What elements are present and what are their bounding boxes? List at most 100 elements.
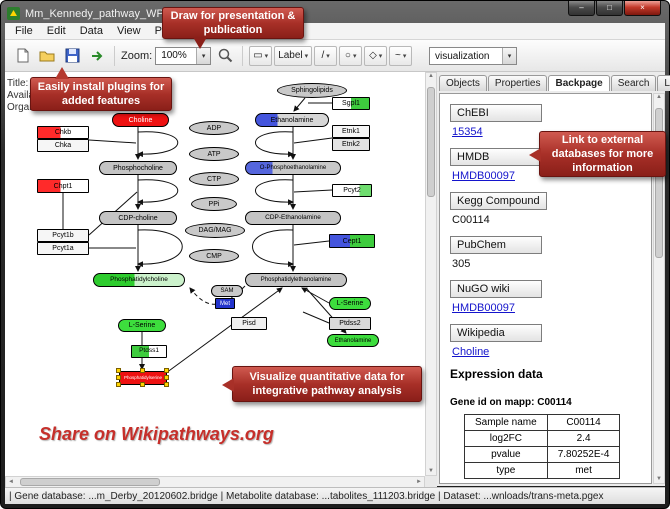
minimize-button[interactable]: – bbox=[568, 1, 595, 16]
scroll-down-icon[interactable]: ▼ bbox=[656, 476, 662, 482]
open-folder-icon[interactable] bbox=[36, 45, 58, 67]
tool-glyph: ~ bbox=[394, 50, 401, 61]
node-ethanolamine[interactable]: Ethanolamine bbox=[327, 334, 379, 347]
pathway-edge-19 bbox=[293, 240, 330, 246]
tool-glyph: / bbox=[321, 50, 325, 61]
node-etnk1[interactable]: Etnk1 bbox=[332, 125, 370, 138]
node-o-phosphoethanolamine[interactable]: O-Phosphoethanolamine bbox=[245, 161, 341, 175]
scroll-up-icon[interactable]: ▲ bbox=[428, 73, 434, 79]
tool-button-3[interactable]: ○▾ bbox=[339, 45, 363, 66]
tab-properties[interactable]: Properties bbox=[487, 75, 548, 91]
callout-text: Draw for presentation & publication bbox=[170, 9, 296, 36]
scrollbar-thumb[interactable] bbox=[655, 108, 663, 258]
chevron-down-icon[interactable]: ▾ bbox=[196, 47, 211, 64]
scroll-right-icon[interactable]: ► bbox=[416, 479, 422, 485]
tool-button-1[interactable]: Label▾ bbox=[274, 45, 313, 66]
node-sphingolipids[interactable]: Sphingolipids bbox=[277, 83, 347, 98]
selection-handle[interactable] bbox=[164, 382, 169, 387]
menu-file[interactable]: File bbox=[15, 25, 33, 37]
scroll-down-icon[interactable]: ▼ bbox=[428, 468, 434, 474]
table-cell: 2.4 bbox=[546, 430, 621, 447]
tool-button-2[interactable]: /▾ bbox=[314, 45, 338, 66]
selection-handle[interactable] bbox=[140, 368, 145, 373]
new-file-icon[interactable] bbox=[11, 45, 33, 67]
node-phosphocholine[interactable]: Phosphocholine bbox=[99, 161, 177, 175]
visualization-select[interactable]: visualization ▾ bbox=[429, 47, 517, 65]
menu-view[interactable]: View bbox=[116, 25, 141, 37]
scroll-left-icon[interactable]: ◄ bbox=[8, 479, 14, 485]
node-chkb[interactable]: Chkb bbox=[37, 126, 89, 139]
scroll-up-icon[interactable]: ▲ bbox=[656, 94, 662, 100]
node-met[interactable]: Met bbox=[215, 298, 235, 309]
external-link[interactable]: 15354 bbox=[452, 126, 483, 138]
selection-handle[interactable] bbox=[164, 375, 169, 380]
tool-button-5[interactable]: ~▾ bbox=[389, 45, 413, 66]
chevron-down-icon[interactable]: ▾ bbox=[502, 48, 516, 64]
close-button[interactable]: × bbox=[624, 1, 661, 16]
canvas-container: Title:AvailableOrganism SphingolipidsSgp… bbox=[5, 72, 437, 488]
node-atp[interactable]: ATP bbox=[189, 147, 239, 161]
pathway-edge-13 bbox=[293, 189, 333, 193]
tab-search[interactable]: Search bbox=[610, 75, 657, 91]
node-pisd[interactable]: Pisd bbox=[231, 317, 267, 330]
node-cmp[interactable]: CMP bbox=[189, 249, 239, 263]
node-choline[interactable]: Choline bbox=[112, 113, 169, 127]
table-cell: 7.80252E-4 bbox=[546, 446, 621, 463]
node-sgpl1[interactable]: Sgpl1 bbox=[332, 97, 370, 110]
selection-handle[interactable] bbox=[116, 382, 121, 387]
external-link[interactable]: Choline bbox=[452, 346, 490, 358]
zoom-fit-icon[interactable] bbox=[214, 45, 236, 67]
node-l-serine[interactable]: L-Serine bbox=[329, 297, 371, 310]
tool-button-0[interactable]: ▭▾ bbox=[249, 45, 273, 66]
menu-edit[interactable]: Edit bbox=[46, 25, 66, 37]
node-ptdss2[interactable]: Ptdss2 bbox=[329, 317, 371, 330]
tab-backpage[interactable]: Backpage bbox=[548, 75, 610, 91]
pathway-edge-7 bbox=[293, 137, 333, 144]
selection-handle[interactable] bbox=[116, 375, 121, 380]
toolbar: Zoom: 100% ▾ ▭▾Label▾/▾○▾◇▾~▾ visualizat… bbox=[5, 40, 665, 72]
external-link[interactable]: HMDB00097 bbox=[452, 302, 515, 314]
node-pcyt2[interactable]: Pcyt2 bbox=[332, 184, 372, 197]
node-adp[interactable]: ADP bbox=[189, 121, 239, 135]
maximize-button[interactable]: □ bbox=[596, 1, 623, 16]
node-chpt1[interactable]: Chpt1 bbox=[37, 179, 89, 193]
node-phosphatidylethanolamine[interactable]: Phosphatidylethanolamine bbox=[245, 273, 347, 287]
tab-objects[interactable]: Objects bbox=[439, 75, 487, 91]
node-ethanolamine[interactable]: Ethanolamine bbox=[255, 113, 329, 127]
zoom-select[interactable]: 100% ▾ bbox=[155, 46, 212, 65]
import-icon[interactable] bbox=[86, 45, 108, 67]
node-pcyt1a[interactable]: Pcyt1a bbox=[37, 242, 89, 255]
node-chka[interactable]: Chka bbox=[37, 139, 89, 152]
panel-vertical-scrollbar[interactable]: ▲ ▼ bbox=[653, 93, 665, 484]
node-l-serine[interactable]: L-Serine bbox=[118, 319, 166, 332]
selection-handle[interactable] bbox=[164, 368, 169, 373]
save-icon[interactable] bbox=[61, 45, 83, 67]
tool-button-4[interactable]: ◇▾ bbox=[364, 45, 388, 66]
node-ptdss1[interactable]: Ptdss1 bbox=[131, 345, 167, 358]
node-sam[interactable]: SAM bbox=[211, 285, 243, 297]
node-ctp[interactable]: CTP bbox=[189, 172, 239, 186]
table-cell: pvalue bbox=[464, 446, 548, 463]
node-phosphatidylcholine[interactable]: Phosphatidylcholine bbox=[93, 273, 185, 287]
pathway-canvas[interactable]: Title:AvailableOrganism SphingolipidsSgp… bbox=[5, 72, 425, 476]
scrollbar-thumb[interactable] bbox=[427, 87, 435, 197]
node-dag-mag[interactable]: DAG/MAG bbox=[185, 223, 245, 238]
chevron-down-icon: ▾ bbox=[264, 52, 269, 60]
node-etnk2[interactable]: Etnk2 bbox=[332, 138, 370, 151]
selection-handle[interactable] bbox=[140, 382, 145, 387]
node-ppi[interactable]: PPi bbox=[191, 197, 237, 211]
node-cdp-ethanolamine[interactable]: CDP-Ethanolamine bbox=[245, 211, 341, 225]
canvas-vertical-scrollbar[interactable]: ▲ ▼ bbox=[425, 72, 437, 476]
external-link[interactable]: HMDB00097 bbox=[452, 170, 515, 182]
node-cdp-choline[interactable]: CDP-choline bbox=[99, 211, 177, 225]
scrollbar-thumb[interactable] bbox=[20, 478, 160, 486]
node-cept1[interactable]: Cept1 bbox=[329, 234, 375, 248]
node-pcyt1b[interactable]: Pcyt1b bbox=[37, 229, 89, 242]
menu-data[interactable]: Data bbox=[79, 25, 103, 37]
tab-legend[interactable]: Legend bbox=[657, 75, 670, 91]
selection-handle[interactable] bbox=[116, 368, 121, 373]
